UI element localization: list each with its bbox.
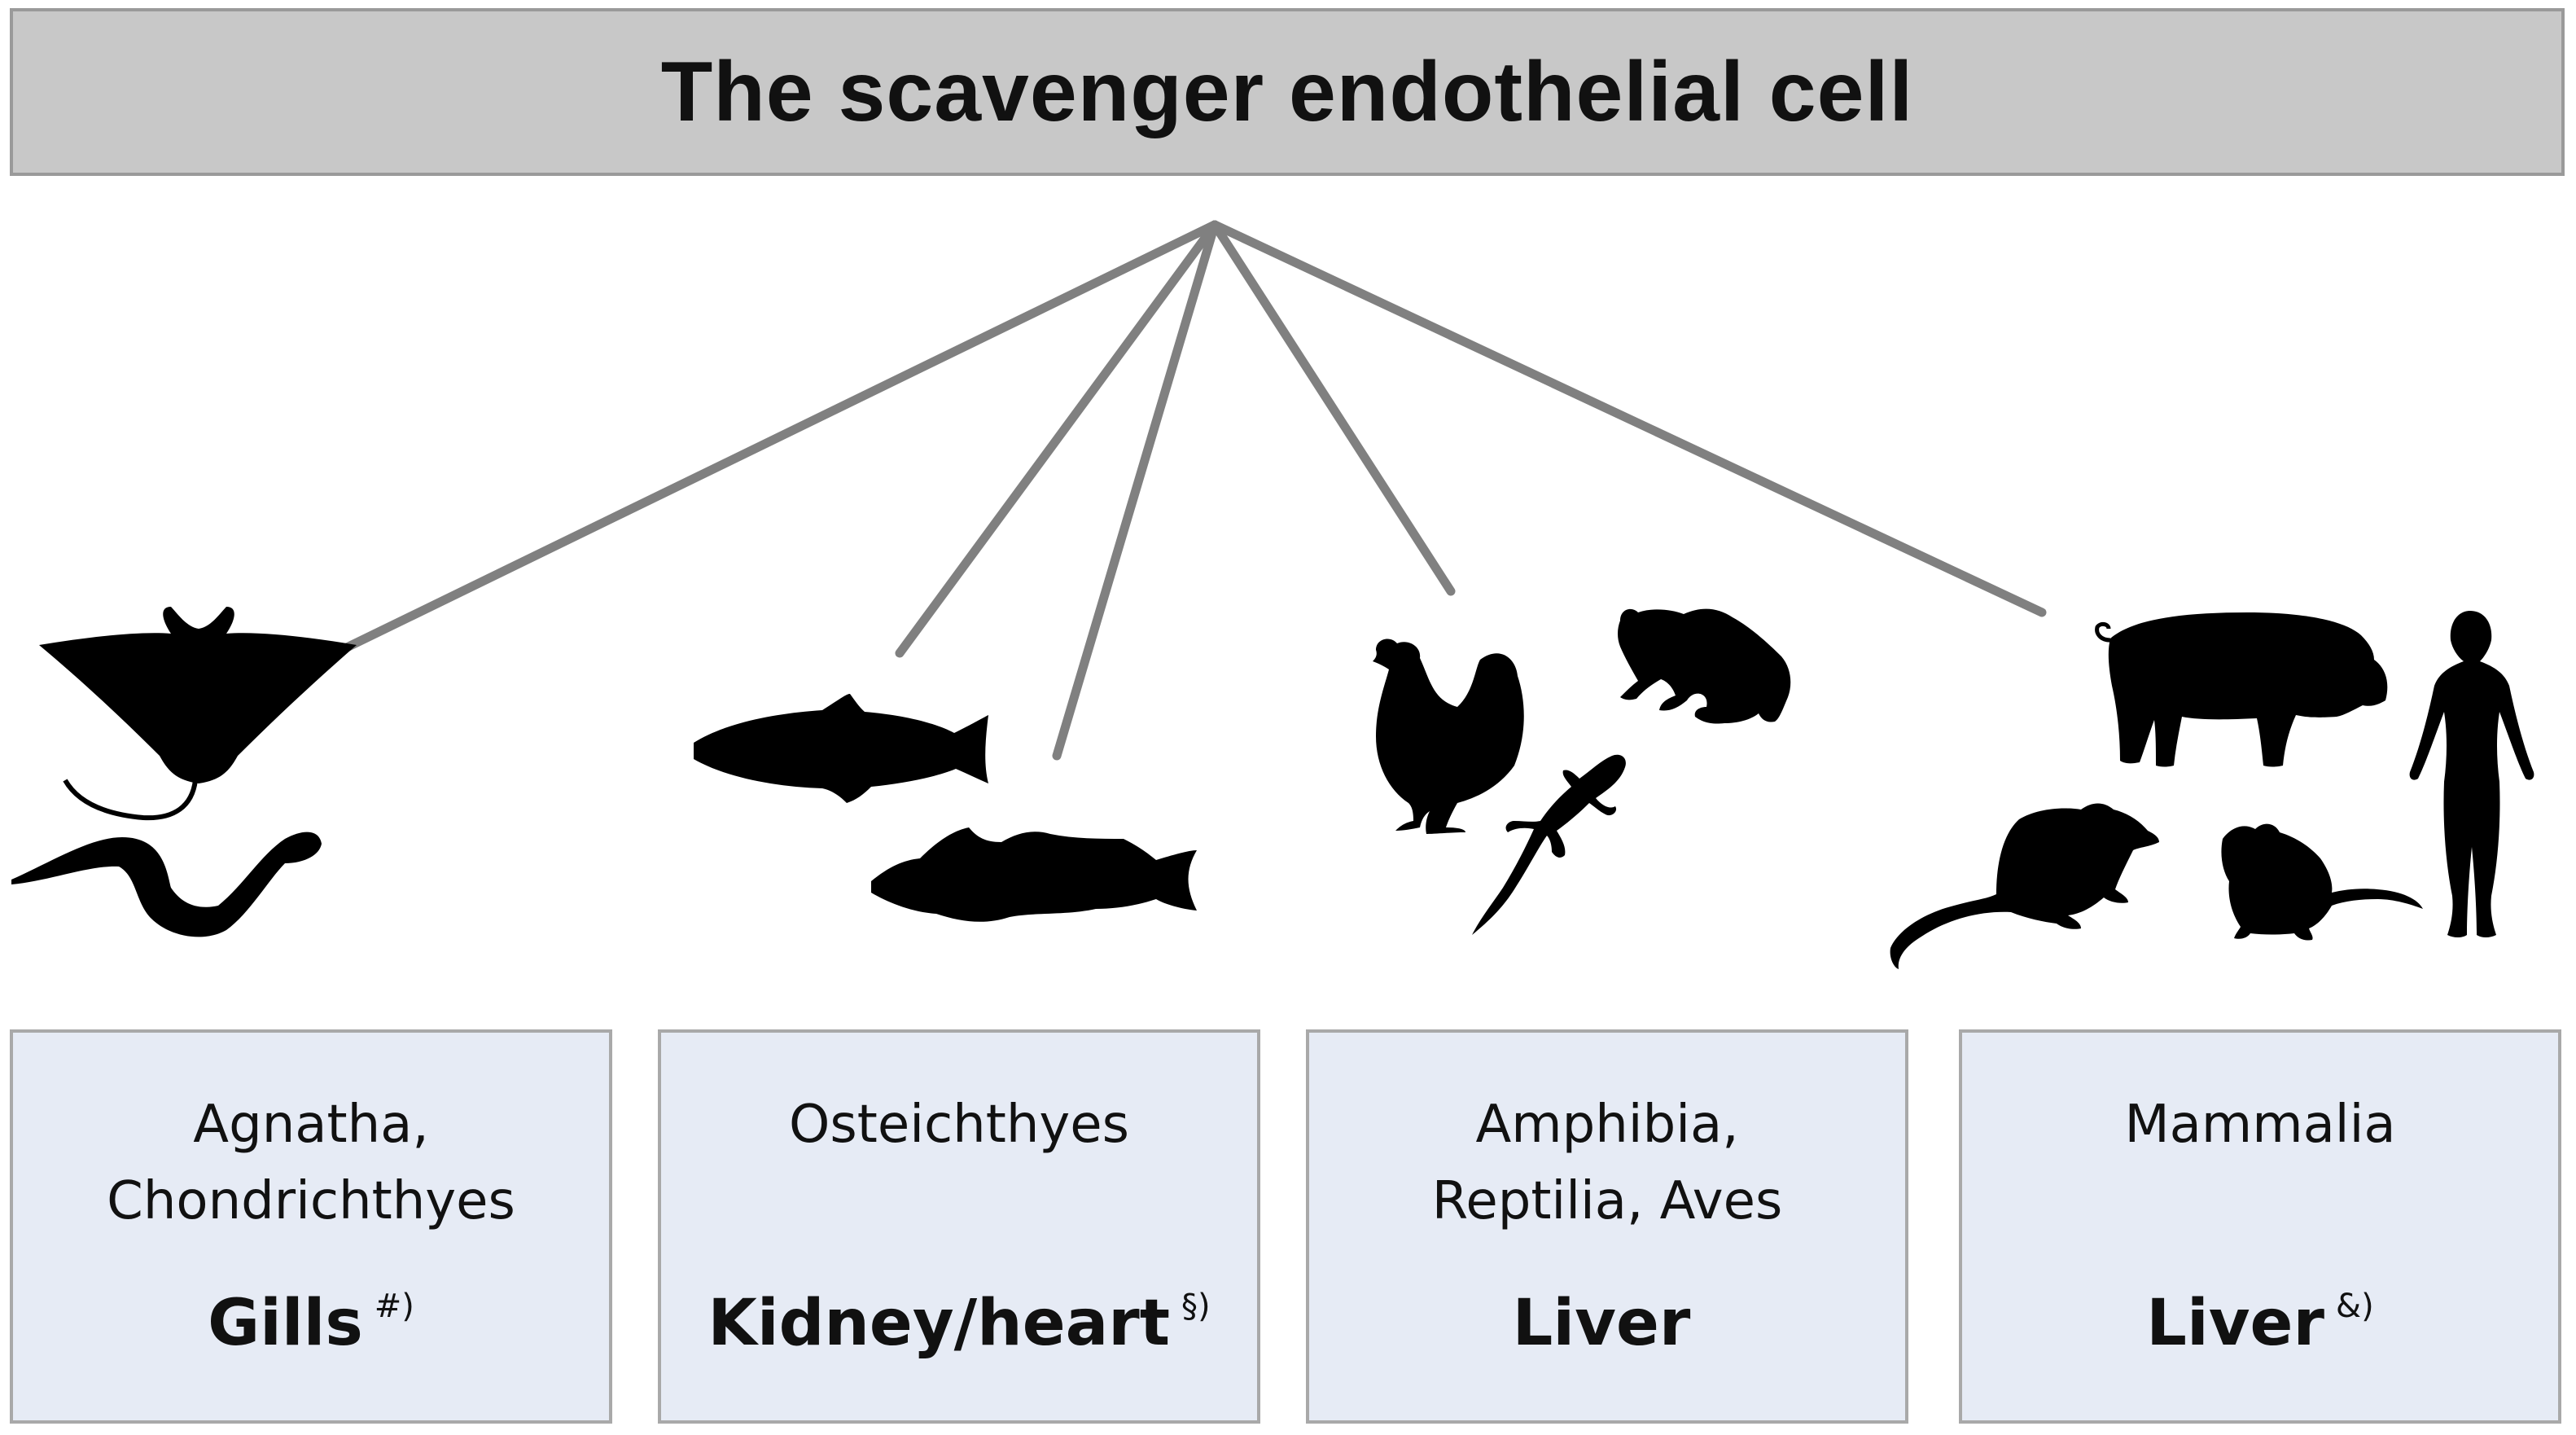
organ-name: Liver (2146, 1287, 2324, 1360)
taxa-label: Agnatha, Chondrichthyes (107, 1095, 515, 1231)
rat-icon (1890, 803, 2159, 969)
taxa-label: Amphibia, Reptilia, Aves (1431, 1095, 1783, 1231)
group-box-agnatha: Agnatha, Chondrichthyes Gills #) (10, 1029, 612, 1424)
pig-icon (2095, 612, 2388, 767)
footnote-marker: #) (374, 1288, 414, 1325)
lizard-icon (1472, 754, 1626, 935)
manta-ray-icon (39, 607, 357, 821)
cod-icon (871, 827, 1197, 922)
connector-agnatha (280, 220, 1220, 682)
group-box-osteichthyes: Osteichthyes Kidney/heart §) (658, 1029, 1260, 1424)
frog-icon (1618, 608, 1791, 724)
human-icon (2409, 611, 2534, 937)
footnote-marker: §) (1181, 1288, 1211, 1325)
organ-label: Kidney/heart §) (661, 1287, 1257, 1360)
organ-label: Gills #) (13, 1287, 609, 1360)
taxa-label: Osteichthyes (789, 1095, 1129, 1155)
title-bar: The scavenger endothelial cell (10, 8, 2565, 176)
organ-name: Gills (208, 1287, 363, 1360)
taxa-label: Mammalia (2124, 1095, 2396, 1155)
connector-lines (280, 220, 2047, 761)
connector-salmon (895, 220, 1220, 658)
organ-label: Liver (1309, 1287, 1905, 1360)
chicken-icon (1373, 639, 1524, 834)
salmon-icon (694, 694, 988, 803)
connector-birds (1210, 220, 1456, 596)
connector-cod (1052, 220, 1220, 761)
mouse-icon (2221, 823, 2423, 941)
connector-mammals (1210, 220, 2047, 617)
lamprey-icon (11, 832, 322, 937)
group-box-amphibia-reptilia-aves: Amphibia, Reptilia, Aves Liver (1306, 1029, 1908, 1424)
diagram-title: The scavenger endothelial cell (660, 44, 1914, 139)
organ-name: Kidney/heart (708, 1287, 1170, 1360)
group-box-mammalia: Mammalia Liver &) (1959, 1029, 2561, 1424)
organ-name: Liver (1512, 1287, 1691, 1360)
footnote-marker: &) (2335, 1288, 2374, 1325)
organ-label: Liver &) (1962, 1287, 2558, 1360)
